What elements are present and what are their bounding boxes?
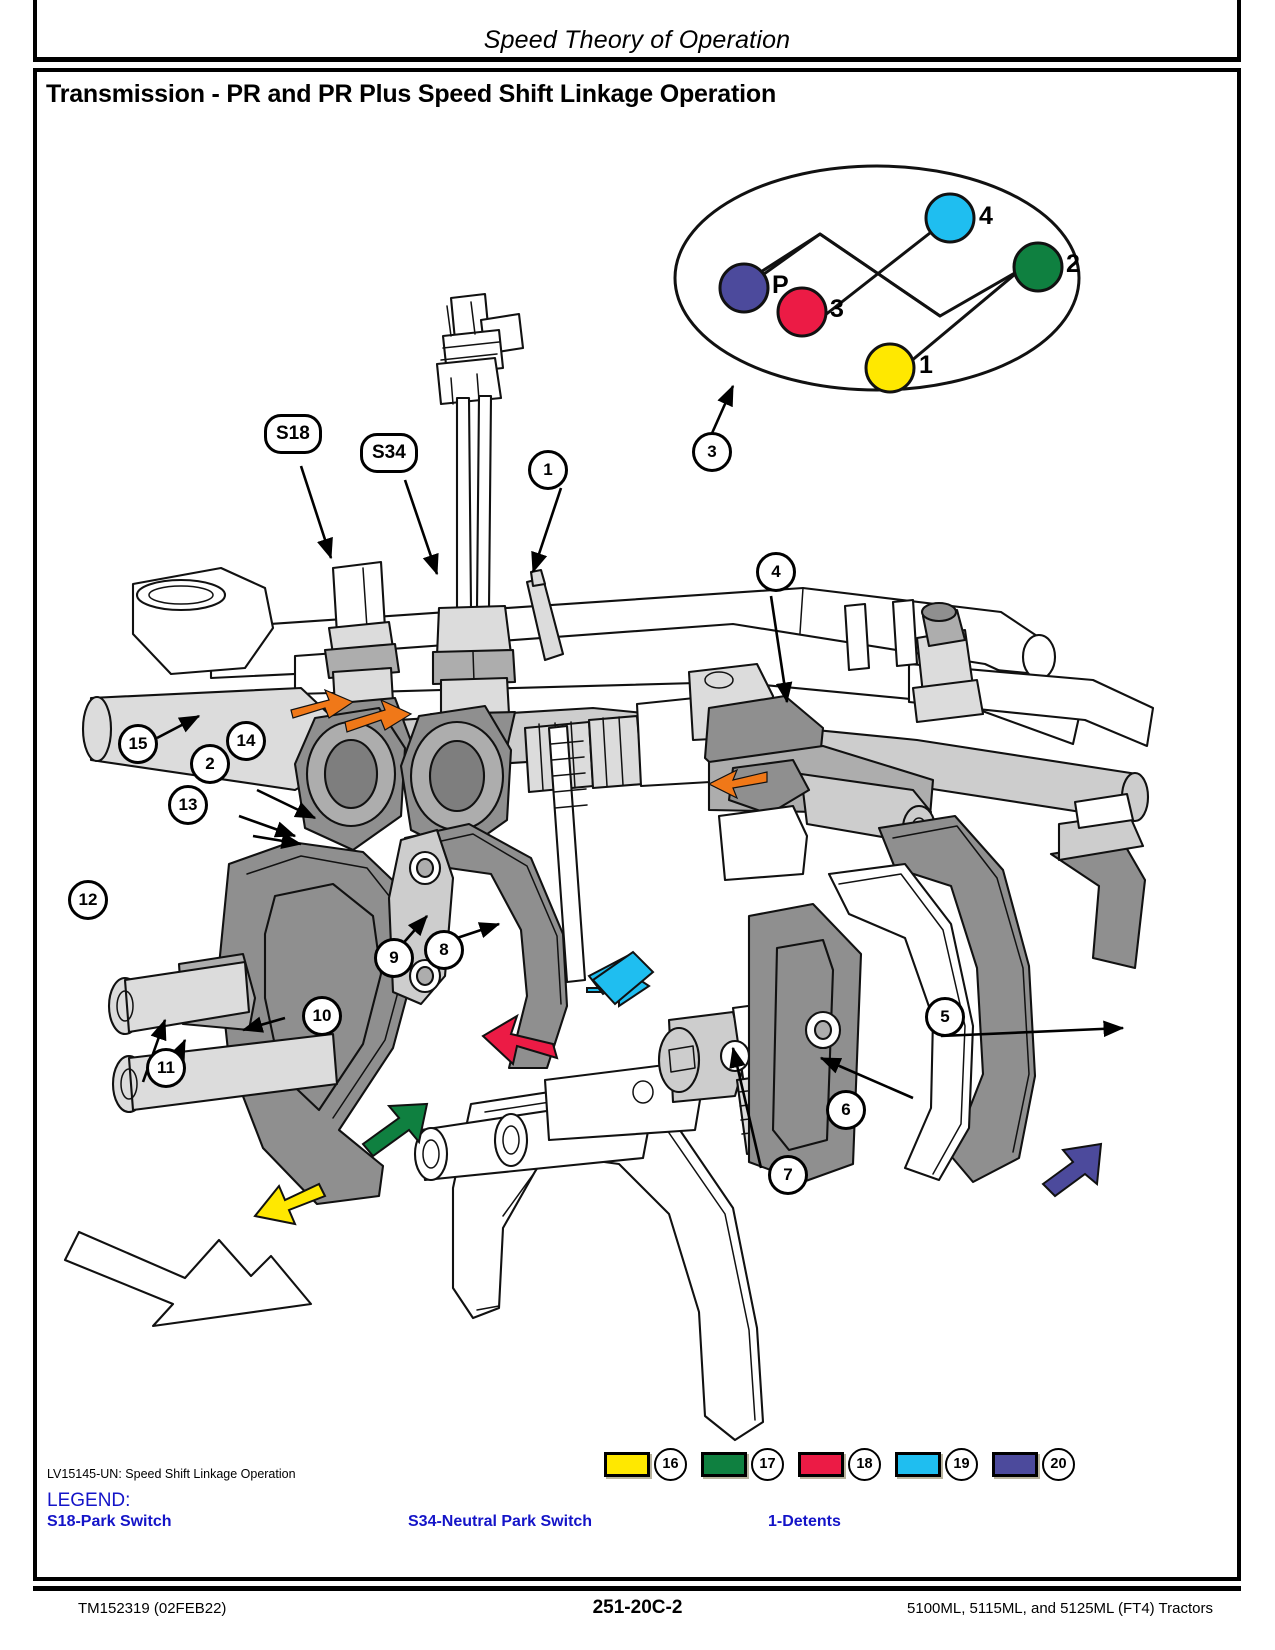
- callout-10: 10: [302, 996, 342, 1036]
- callout-7: 7: [768, 1155, 808, 1195]
- linkage-drawing: .ol{fill:none;stroke:#111;stroke-width:2…: [63, 292, 1155, 1442]
- footer-page-number: 251-20C-2: [592, 1597, 683, 1618]
- color-swatch-20: [992, 1451, 1038, 1477]
- shift-pos-3-dot: [776, 286, 828, 338]
- illustration: .ol{fill:none;stroke:#111;stroke-width:2…: [33, 68, 1241, 1581]
- legend-item-s34: S34-Neutral Park Switch: [408, 1513, 593, 1530]
- callout-13: 13: [168, 785, 208, 825]
- color-legend-number-20: 20: [1042, 1447, 1075, 1481]
- shift-pos-2-dot: [1012, 241, 1064, 293]
- callout-S34: S34: [360, 433, 418, 473]
- legend-heading: LEGEND:: [47, 1490, 131, 1511]
- color-legend-item-16: 16: [604, 1447, 687, 1481]
- footer-model-list: 5100ML, 5115ML, and 5125ML (FT4) Tractor…: [907, 1600, 1213, 1617]
- footer-manual-id: TM152319 (02FEB22): [78, 1600, 227, 1617]
- callout-6: 6: [826, 1090, 866, 1130]
- legend-item-s18: S18-Park Switch: [47, 1513, 172, 1530]
- callout-4: 4: [756, 552, 796, 592]
- callout-S18: S18: [264, 414, 322, 454]
- color-legend-item-17: 17: [701, 1447, 784, 1481]
- shift-pos-3-label: 3: [830, 295, 844, 323]
- callout-3: 3: [692, 432, 732, 472]
- callout-2: 2: [190, 744, 230, 784]
- direction-arrows: [253, 950, 1103, 1226]
- shift-pos-4-dot: [924, 192, 976, 244]
- color-legend-item-18: 18: [798, 1447, 881, 1481]
- color-swatch-18: [798, 1451, 844, 1477]
- shift-pos-P-label: P: [772, 271, 789, 299]
- color-swatch-17: [701, 1451, 747, 1477]
- color-legend-item-20: 20: [992, 1447, 1075, 1481]
- orange-arrows: [290, 688, 768, 800]
- shift-pos-P-dot: [718, 262, 770, 314]
- color-legend: 16 17 18 19 20: [604, 1447, 1089, 1481]
- legend-item-detents: 1-Detents: [768, 1513, 841, 1530]
- color-legend-number-16: 16: [654, 1447, 687, 1481]
- running-header: Speed Theory of Operation: [33, 0, 1241, 62]
- callout-9: 9: [374, 938, 414, 978]
- content-frame: [33, 68, 1241, 1581]
- color-legend-item-19: 19: [895, 1447, 978, 1481]
- footer-rule: [33, 1586, 1241, 1591]
- color-swatch-16: [604, 1451, 650, 1477]
- shift-pattern-diagram: 4 2 P 3 1: [672, 160, 1082, 422]
- shift-pos-4-label: 4: [979, 202, 993, 230]
- color-swatch-19: [895, 1451, 941, 1477]
- color-legend-number-19: 19: [945, 1447, 978, 1481]
- shift-pos-2-label: 2: [1066, 250, 1080, 278]
- color-legend-number-18: 18: [848, 1447, 881, 1481]
- callout-11: 11: [146, 1048, 186, 1088]
- callout-8: 8: [424, 930, 464, 970]
- page-title: Transmission - PR and PR Plus Speed Shif…: [46, 80, 777, 108]
- running-header-title: Speed Theory of Operation: [483, 26, 791, 54]
- large-direction-arrow: [63, 1230, 313, 1328]
- shift-pos-1-label: 1: [919, 351, 933, 379]
- shift-pos-1-dot: [864, 342, 916, 394]
- figure-caption: LV15145-UN: Speed Shift Linkage Operatio…: [47, 1467, 296, 1481]
- callout-15: 15: [118, 724, 158, 764]
- callout-12: 12: [68, 880, 108, 920]
- callout-14: 14: [226, 721, 266, 761]
- color-legend-number-17: 17: [751, 1447, 784, 1481]
- callout-1: 1: [528, 450, 568, 490]
- callout-5: 5: [925, 997, 965, 1037]
